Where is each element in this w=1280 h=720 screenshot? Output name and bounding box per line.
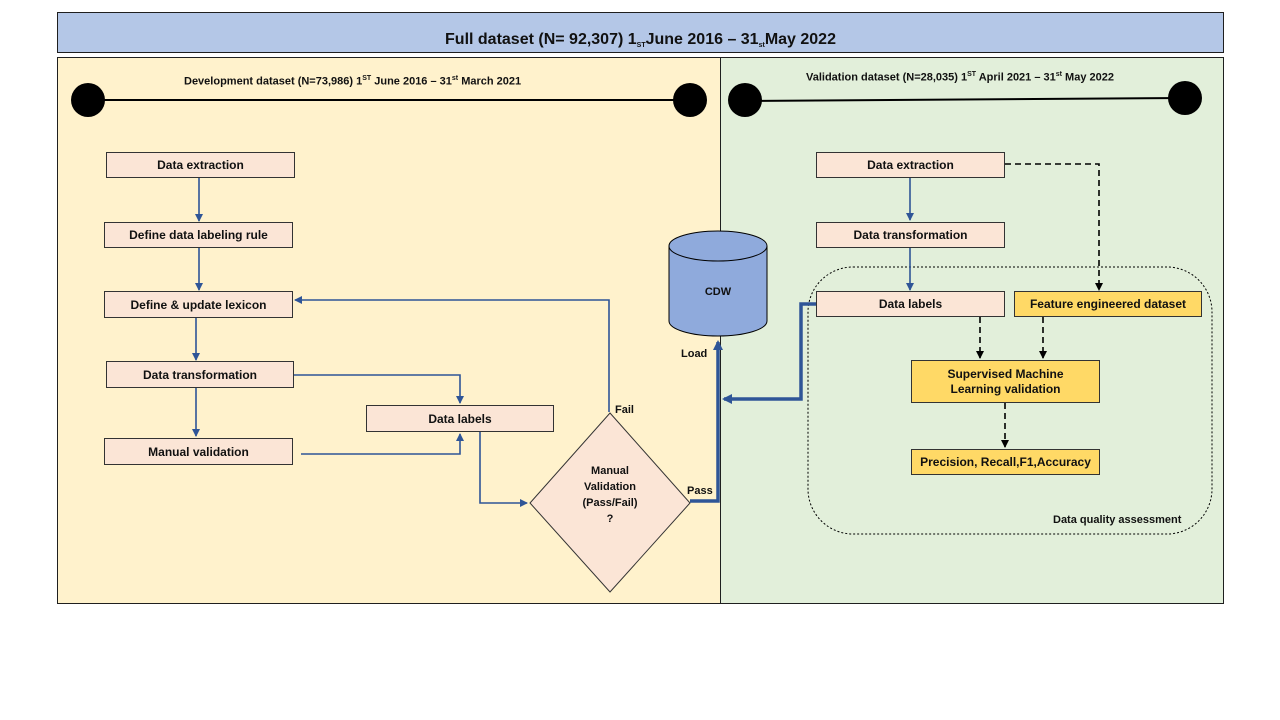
metrics-box: Precision, Recall,F1,Accuracy	[911, 449, 1100, 475]
decision-text: Manual Validation (Pass/Fail) ?	[582, 465, 638, 525]
validation-panel	[720, 57, 1224, 604]
development-timeline	[71, 83, 707, 117]
data-quality-assessment-group	[807, 266, 1213, 535]
fail-label: Fail	[615, 404, 634, 416]
cdw-database-icon	[668, 230, 768, 337]
pass-label: Pass	[687, 485, 713, 497]
feature-engineered-dataset-box: Feature engineered dataset	[1014, 291, 1202, 317]
define-update-lexicon-box: Define & update lexicon	[104, 291, 293, 318]
validation-heading: Validation dataset (N=28,035) 1ST April …	[806, 71, 1114, 84]
define-labeling-rule-box: Define data labeling rule	[104, 222, 293, 248]
val-data-extraction-box: Data extraction	[816, 152, 1005, 178]
validation-timeline	[728, 81, 1202, 117]
ml-validation-box: Supervised Machine Learning validation	[911, 360, 1100, 403]
data-quality-label: Data quality assessment	[1053, 514, 1182, 526]
dev-data-labels-box: Data labels	[366, 405, 554, 432]
manual-validation-decision	[529, 412, 691, 593]
development-heading: Development dataset (N=73,986) 1ST June …	[184, 75, 522, 88]
dev-data-extraction-box: Data extraction	[106, 152, 295, 178]
load-label: Load	[681, 348, 708, 360]
cdw-label: CDW	[704, 286, 732, 298]
manual-validation-box: Manual validation	[104, 438, 293, 465]
dev-data-transformation-box: Data transformation	[106, 361, 294, 388]
val-data-transformation-box: Data transformation	[816, 222, 1005, 248]
val-data-labels-box: Data labels	[816, 291, 1005, 317]
